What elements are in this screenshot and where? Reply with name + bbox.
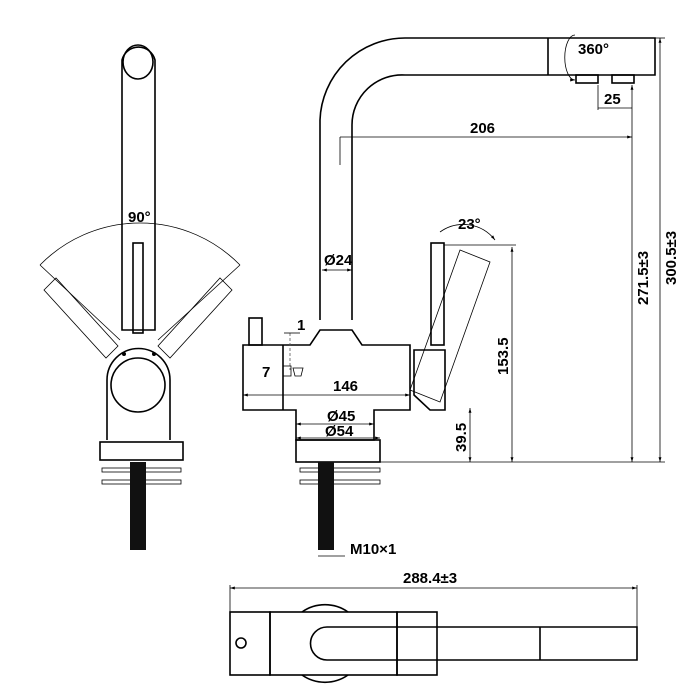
height-300-label: 300.5±3: [663, 231, 680, 285]
top-view: 288.4±3: [229, 570, 638, 684]
marker-1-label: 1: [297, 317, 305, 334]
marker-7-label: 7: [262, 364, 270, 381]
length-288-label: 288.4±3: [403, 570, 457, 587]
reach-206-label: 206: [470, 120, 495, 137]
dia-24-label: Ø24: [324, 252, 353, 269]
width-146-label: 146: [333, 378, 358, 395]
offset-25-label: 25: [604, 91, 621, 108]
thread-label: M10×1: [350, 541, 396, 558]
side-view: 90°: [39, 44, 241, 550]
angle-23-label: 23°: [458, 216, 481, 233]
height-39-label: 39.5: [453, 423, 470, 452]
height-271-label: 271.5±3: [635, 251, 652, 305]
dia-45-label: Ø45: [327, 408, 355, 425]
height-153-label: 153.5: [495, 337, 512, 375]
dia-54-label: Ø54: [325, 423, 354, 440]
front-view: 360° 25 206 271.5±3 300.5±3 23° Ø24 153.…: [242, 34, 680, 558]
angle-90-label: 90°: [128, 209, 151, 226]
rotation-360-label: 360°: [578, 41, 609, 58]
